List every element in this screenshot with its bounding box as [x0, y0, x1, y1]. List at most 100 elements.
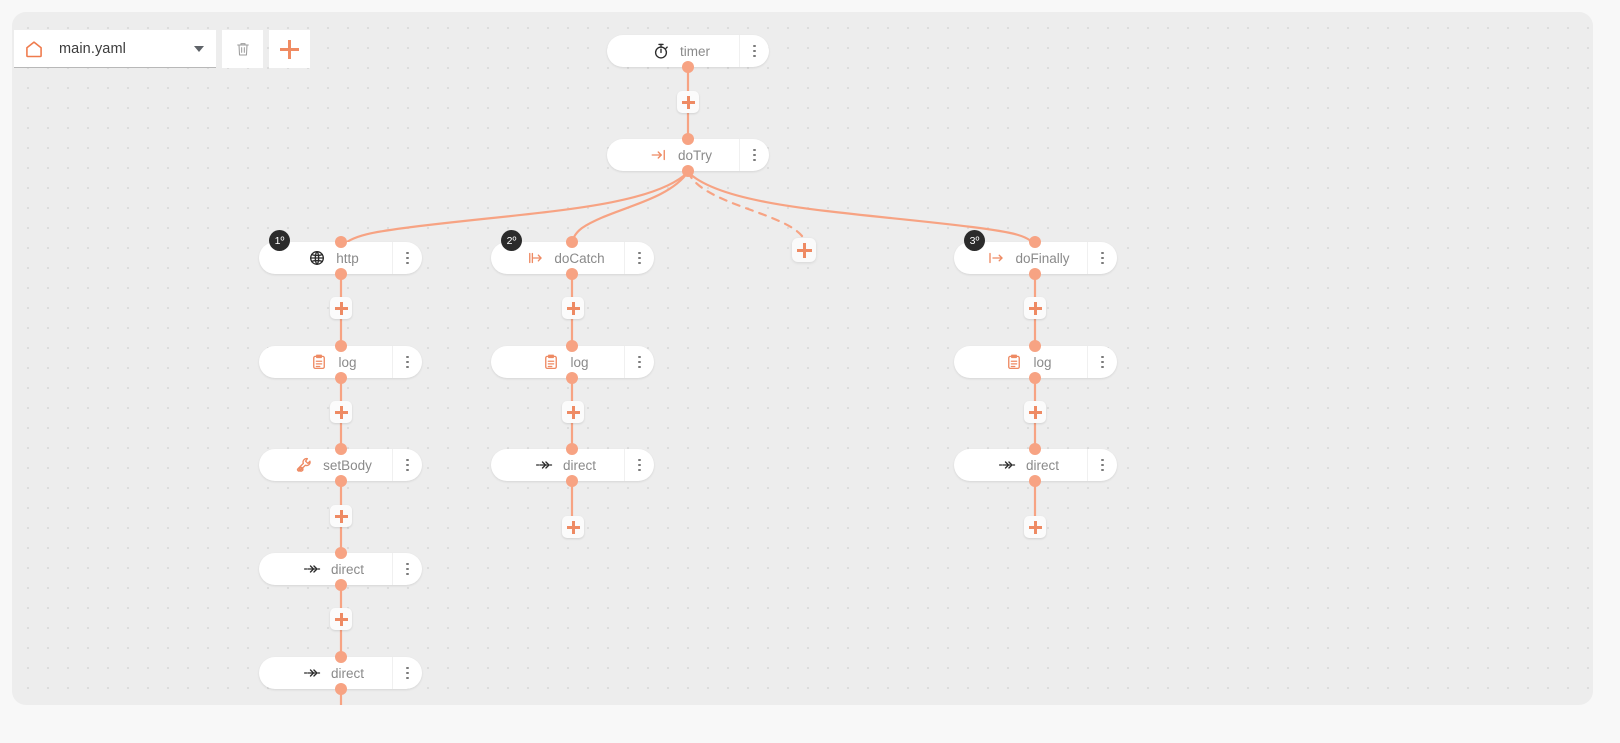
node-input-socket[interactable] — [1029, 236, 1041, 248]
clipboard-icon — [1005, 353, 1023, 371]
node-context-menu-button[interactable] — [392, 449, 422, 481]
plus-icon — [566, 520, 580, 534]
delete-button[interactable] — [222, 30, 263, 68]
node-input-socket[interactable] — [335, 340, 347, 352]
node-output-socket[interactable] — [1029, 372, 1041, 384]
plus-icon — [334, 509, 348, 523]
node-output-socket[interactable] — [566, 372, 578, 384]
node-label: doFinally — [1015, 250, 1070, 266]
direct-arrow-icon — [998, 456, 1016, 474]
insert-step-button[interactable] — [330, 608, 352, 630]
node-input-socket[interactable] — [566, 236, 578, 248]
globe-icon — [308, 249, 326, 267]
node-output-socket[interactable] — [1029, 475, 1041, 487]
node-body[interactable]: doFinally — [954, 249, 1087, 267]
node-output-socket[interactable] — [566, 475, 578, 487]
kebab-menu-icon — [638, 355, 641, 369]
insert-step-button[interactable] — [1024, 401, 1046, 423]
plus-icon — [334, 405, 348, 419]
kebab-menu-icon — [638, 251, 641, 265]
node-label: direct — [330, 665, 364, 681]
node-input-socket[interactable] — [566, 443, 578, 455]
node-body[interactable]: doCatch — [491, 249, 624, 267]
node-input-socket[interactable] — [1029, 443, 1041, 455]
insert-step-button[interactable] — [330, 401, 352, 423]
node-body[interactable]: log — [259, 353, 392, 371]
node-context-menu-button[interactable] — [1087, 242, 1117, 274]
kebab-menu-icon — [406, 251, 409, 265]
node-context-menu-button[interactable] — [392, 657, 422, 689]
node-output-socket[interactable] — [682, 165, 694, 177]
node-output-socket[interactable] — [335, 683, 347, 695]
node-doCatch[interactable]: doCatch — [491, 242, 654, 274]
direct-arrow-icon — [535, 456, 553, 474]
direct-arrow-icon — [303, 560, 321, 578]
node-context-menu-button[interactable] — [624, 346, 654, 378]
node-output-socket[interactable] — [335, 579, 347, 591]
plus-icon — [1028, 301, 1042, 315]
plus-icon — [334, 301, 348, 315]
node-context-menu-button[interactable] — [624, 449, 654, 481]
direct-arrow-icon — [303, 664, 321, 682]
insert-step-button[interactable] — [1024, 297, 1046, 319]
node-context-menu-button[interactable] — [739, 35, 769, 67]
file-name-label: main.yaml — [59, 40, 126, 57]
node-body[interactable]: timer — [607, 42, 739, 60]
node-label: timer — [680, 43, 710, 59]
add-button[interactable] — [269, 30, 310, 68]
node-input-socket[interactable] — [335, 443, 347, 455]
insert-step-button[interactable] — [562, 297, 584, 319]
node-context-menu-button[interactable] — [392, 553, 422, 585]
node-body[interactable]: direct — [491, 456, 624, 474]
node-output-socket[interactable] — [566, 268, 578, 280]
node-input-socket[interactable] — [335, 547, 347, 559]
node-output-socket[interactable] — [335, 475, 347, 487]
node-body[interactable]: direct — [954, 456, 1087, 474]
node-output-socket[interactable] — [1029, 268, 1041, 280]
file-select[interactable]: main.yaml — [14, 30, 216, 68]
node-body[interactable]: doTry — [607, 146, 739, 164]
node-context-menu-button[interactable] — [739, 139, 769, 171]
node-input-socket[interactable] — [335, 236, 347, 248]
chevron-down-icon[interactable] — [194, 45, 204, 52]
node-body[interactable]: direct — [259, 664, 392, 682]
node-direct3[interactable]: direct — [491, 449, 654, 481]
kebab-menu-icon — [406, 666, 409, 680]
kebab-menu-icon — [753, 148, 756, 162]
node-input-socket[interactable] — [335, 651, 347, 663]
node-body[interactable]: log — [491, 353, 624, 371]
node-output-socket[interactable] — [682, 61, 694, 73]
node-input-socket[interactable] — [682, 133, 694, 145]
insert-step-button[interactable] — [677, 91, 699, 113]
node-label: log — [1033, 354, 1052, 370]
node-context-menu-button[interactable] — [392, 242, 422, 274]
node-context-menu-button[interactable] — [624, 242, 654, 274]
clipboard-icon — [542, 353, 560, 371]
node-output-socket[interactable] — [335, 268, 347, 280]
node-body[interactable]: setBody — [259, 456, 392, 474]
node-input-socket[interactable] — [1029, 340, 1041, 352]
node-output-socket[interactable] — [335, 372, 347, 384]
plus-icon — [681, 95, 695, 109]
insert-step-button[interactable] — [330, 505, 352, 527]
node-input-socket[interactable] — [566, 340, 578, 352]
kebab-menu-icon — [1101, 355, 1104, 369]
clipboard-icon — [310, 353, 328, 371]
add-branch-button[interactable] — [792, 238, 816, 262]
insert-step-button[interactable] — [562, 401, 584, 423]
node-body[interactable]: http — [259, 249, 392, 267]
node-context-menu-button[interactable] — [392, 346, 422, 378]
insert-step-button[interactable] — [330, 297, 352, 319]
node-context-menu-button[interactable] — [1087, 346, 1117, 378]
node-direct4[interactable]: direct — [954, 449, 1117, 481]
node-label: direct — [1025, 457, 1059, 473]
plus-icon — [334, 612, 348, 626]
insert-step-button[interactable] — [1024, 516, 1046, 538]
node-context-menu-button[interactable] — [1087, 449, 1117, 481]
node-body[interactable]: log — [954, 353, 1087, 371]
insert-step-button[interactable] — [562, 516, 584, 538]
plus-icon — [1028, 405, 1042, 419]
node-body[interactable]: direct — [259, 560, 392, 578]
